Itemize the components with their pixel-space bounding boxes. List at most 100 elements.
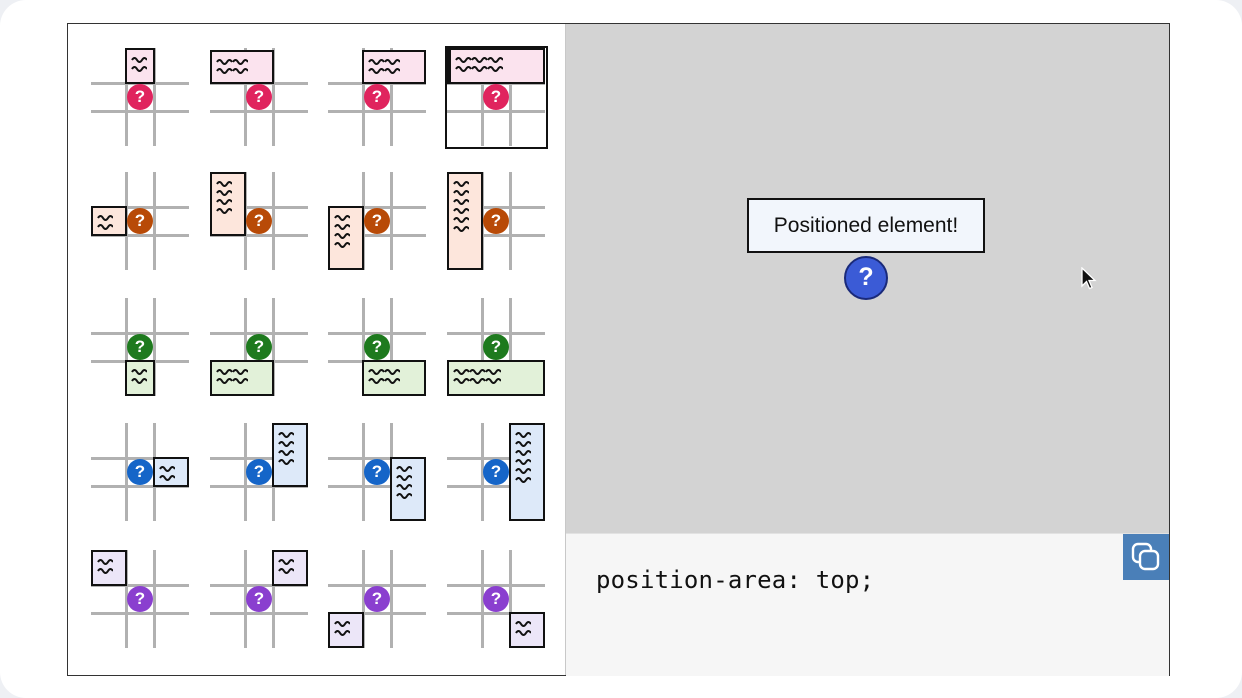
grid-line xyxy=(125,298,128,396)
positioned-box xyxy=(509,423,545,521)
grid-line xyxy=(447,457,545,460)
text-placeholder-icon xyxy=(278,556,295,581)
grid-line xyxy=(210,206,308,209)
grid-line xyxy=(481,48,484,146)
positioned-box xyxy=(447,172,483,270)
anchor-help-icon: ? xyxy=(483,586,509,612)
text-placeholder-icon xyxy=(368,366,401,391)
anchor-help-icon: ? xyxy=(246,334,272,360)
grid-line xyxy=(328,234,426,237)
grid-line xyxy=(481,298,484,396)
text-placeholder-icon xyxy=(334,618,351,643)
grid-line xyxy=(210,612,308,615)
demo-stage: Positioned element! ? xyxy=(566,24,1169,533)
grid-line xyxy=(153,48,156,146)
grid-line xyxy=(481,550,484,648)
grid-line xyxy=(210,234,308,237)
positioned-box xyxy=(509,612,545,648)
grid-line xyxy=(328,332,426,335)
mouse-pointer-icon xyxy=(1081,266,1097,296)
text-placeholder-icon xyxy=(159,463,176,488)
grid-line xyxy=(481,423,484,521)
grid-line xyxy=(328,206,426,209)
positioned-box xyxy=(210,360,274,396)
text-placeholder-icon xyxy=(216,178,233,221)
positioned-box xyxy=(125,360,155,396)
text-placeholder-icon xyxy=(131,366,148,391)
positioned-box xyxy=(447,360,545,396)
grid-line xyxy=(447,485,545,488)
positioned-element: Positioned element! xyxy=(747,198,985,253)
anchor-help-icon: ? xyxy=(127,334,153,360)
grid-line xyxy=(244,48,247,146)
text-placeholder-icon xyxy=(97,212,114,237)
grid-line xyxy=(91,584,189,587)
grid-line xyxy=(447,110,545,113)
grid-line xyxy=(91,234,189,237)
grid-line xyxy=(328,110,426,113)
grid-line xyxy=(91,612,189,615)
grid-line xyxy=(272,298,275,396)
positioned-box xyxy=(272,550,308,586)
anchor-help-icon: ? xyxy=(127,208,153,234)
text-placeholder-icon xyxy=(97,556,114,581)
demo-frame: ???????????????????? Positioned element!… xyxy=(67,23,1170,676)
grid-line xyxy=(509,298,512,396)
grid-line xyxy=(125,423,128,521)
grid-line xyxy=(390,298,393,396)
grid-line xyxy=(447,234,545,237)
grid-line xyxy=(362,423,365,521)
anchor-help-icon: ? xyxy=(127,84,153,110)
grid-line xyxy=(328,612,426,615)
text-placeholder-icon xyxy=(515,618,532,643)
grid-line xyxy=(244,423,247,521)
anchor-help-icon: ? xyxy=(483,334,509,360)
grid-line xyxy=(390,550,393,648)
positioned-box xyxy=(328,612,364,648)
grid-line xyxy=(509,172,512,270)
grid-line xyxy=(210,457,308,460)
positioned-box xyxy=(362,360,426,396)
positioned-box xyxy=(210,172,246,236)
positioned-box xyxy=(328,206,364,270)
anchor-help-icon: ? xyxy=(364,208,390,234)
positioned-box xyxy=(91,206,127,236)
grid-line xyxy=(244,298,247,396)
positioned-box xyxy=(272,423,308,487)
anchor-help-icon: ? xyxy=(246,84,272,110)
anchor-help-icon: ? xyxy=(246,586,272,612)
text-placeholder-icon xyxy=(334,212,351,255)
grid-line xyxy=(447,206,545,209)
anchor-help-icon: ? xyxy=(364,586,390,612)
positioned-box xyxy=(91,550,127,586)
grid-line xyxy=(328,457,426,460)
grid-line xyxy=(125,48,128,146)
position-area-grid-panel: ???????????????????? xyxy=(68,24,566,675)
grid-line xyxy=(91,457,189,460)
anchor-help-icon: ? xyxy=(127,459,153,485)
code-snippet: position-area: top; xyxy=(596,566,875,594)
anchor-help-icon: ? xyxy=(483,208,509,234)
anchor-help-icon: ? xyxy=(246,459,272,485)
text-placeholder-icon xyxy=(216,56,249,81)
grid-line xyxy=(153,298,156,396)
grid-line xyxy=(362,298,365,396)
grid-line xyxy=(272,48,275,146)
text-placeholder-icon xyxy=(453,178,470,239)
copy-button[interactable] xyxy=(1123,534,1169,580)
grid-line xyxy=(447,612,545,615)
text-placeholder-icon xyxy=(396,463,413,506)
grid-line xyxy=(91,110,189,113)
grid-line xyxy=(362,48,365,146)
anchor-button[interactable]: ? xyxy=(844,256,888,300)
text-placeholder-icon xyxy=(515,429,532,490)
positioned-box xyxy=(447,48,545,84)
text-placeholder-icon xyxy=(368,56,401,81)
grid-line xyxy=(210,485,308,488)
grid-line xyxy=(390,172,393,270)
copy-icon xyxy=(1131,542,1160,571)
grid-line xyxy=(91,332,189,335)
anchor-help-icon: ? xyxy=(364,459,390,485)
text-placeholder-icon xyxy=(278,429,295,472)
